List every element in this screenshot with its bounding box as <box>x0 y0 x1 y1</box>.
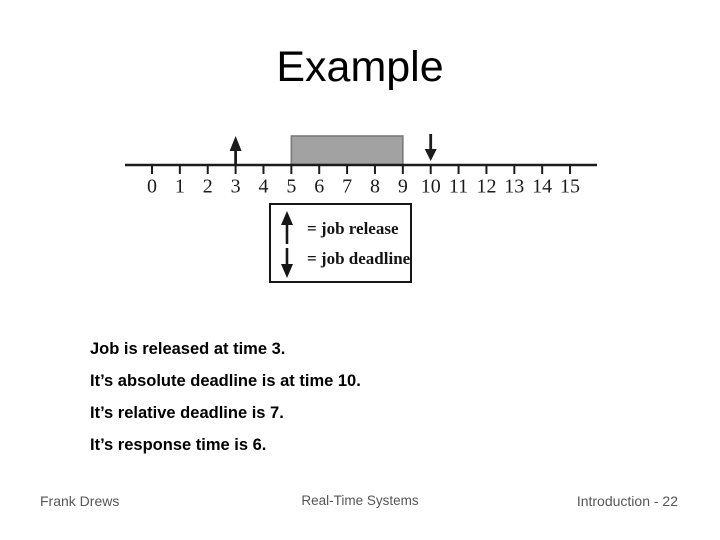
tick-label: 13 <box>504 176 524 198</box>
tick-label: 10 <box>421 176 441 198</box>
tick-label: 5 <box>286 176 296 198</box>
footer-page: Introduction - 22 <box>576 493 678 509</box>
deadline-down-arrow-icon <box>424 149 437 161</box>
tick-label: 8 <box>370 176 380 198</box>
bullet-line-response-time: It’s response time is 6. <box>90 436 267 454</box>
tick-label: 2 <box>203 176 213 198</box>
tick-label: 4 <box>258 176 268 198</box>
job-deadline-down-arrow-icon <box>281 248 293 278</box>
tick-label: 14 <box>532 176 552 198</box>
bullet-line-release: Job is released at time 3. <box>90 340 286 358</box>
tick-label: 11 <box>449 176 468 198</box>
tick-label: 15 <box>560 176 580 198</box>
legend-labels: = job release = job deadline <box>300 205 410 274</box>
bullet-line-absolute-deadline: It’s absolute deadline is at time 10. <box>90 372 361 390</box>
tick-label: 6 <box>314 176 324 198</box>
execution-box <box>290 135 404 166</box>
legend-item-release: = job release <box>307 219 399 238</box>
footer-author: Frank Drews <box>40 493 120 509</box>
footer-course: Real-Time Systems <box>301 493 419 508</box>
legend-arrow-icons <box>281 211 293 278</box>
legend-box: = job release = job deadline <box>269 203 412 283</box>
bullet-line-relative-deadline: It’s relative deadline is 7. <box>90 404 284 422</box>
slide-title: Example <box>276 43 444 91</box>
release-up-arrow-icon <box>229 136 242 151</box>
tick-label: 12 <box>476 176 496 198</box>
tick-label: 0 <box>147 176 157 198</box>
bullet-list: Job is released at time 3. It’s absolute… <box>90 333 361 461</box>
tick-label: 7 <box>342 176 352 198</box>
tick-label: 3 <box>231 176 241 198</box>
footer: Frank Drews Real-Time Systems Introducti… <box>0 493 720 513</box>
job-release-up-arrow-icon <box>281 211 293 244</box>
legend-item-deadline: = job deadline <box>307 249 411 268</box>
tick-label: 9 <box>398 176 408 198</box>
tick-label: 1 <box>175 176 185 198</box>
